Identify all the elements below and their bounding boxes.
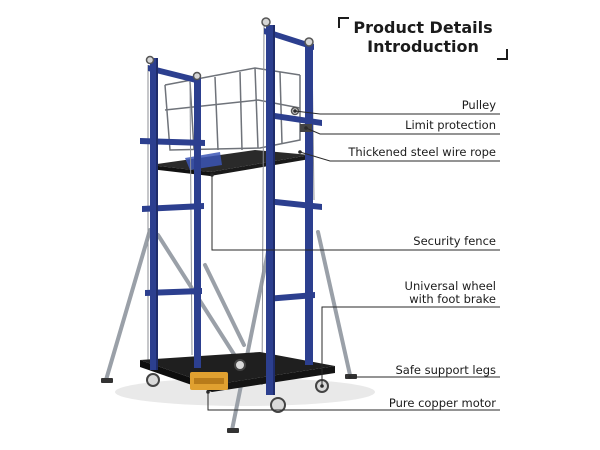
universal-wheels bbox=[146, 359, 329, 413]
label-steel-wire-rope: Thickened steel wire rope bbox=[348, 145, 496, 159]
ground-shadow bbox=[115, 378, 375, 406]
label-safe-support-legs: Safe support legs bbox=[395, 363, 497, 377]
header-title-line1: Product Details bbox=[353, 18, 493, 37]
product-details-header: Product Details Introduction bbox=[338, 14, 508, 60]
leader-lines bbox=[207, 110, 500, 411]
label-universal-wheel-line1: Universal wheel bbox=[404, 279, 496, 293]
header-title-line2: Introduction bbox=[367, 37, 479, 56]
label-pulley: Pulley bbox=[461, 98, 496, 112]
label-universal-wheel: Universal wheel with foot brake bbox=[405, 280, 496, 306]
label-limit-protection: Limit protection bbox=[405, 118, 496, 132]
mast-frame bbox=[140, 25, 322, 395]
pulley-icons bbox=[145, 17, 314, 116]
corner-bracket-icon bbox=[338, 17, 349, 28]
label-security-fence: Security fence bbox=[413, 234, 496, 248]
corner-bracket-icon bbox=[497, 49, 508, 60]
label-universal-wheel-line2: with foot brake bbox=[409, 292, 496, 306]
label-copper-motor: Pure copper motor bbox=[388, 396, 496, 410]
